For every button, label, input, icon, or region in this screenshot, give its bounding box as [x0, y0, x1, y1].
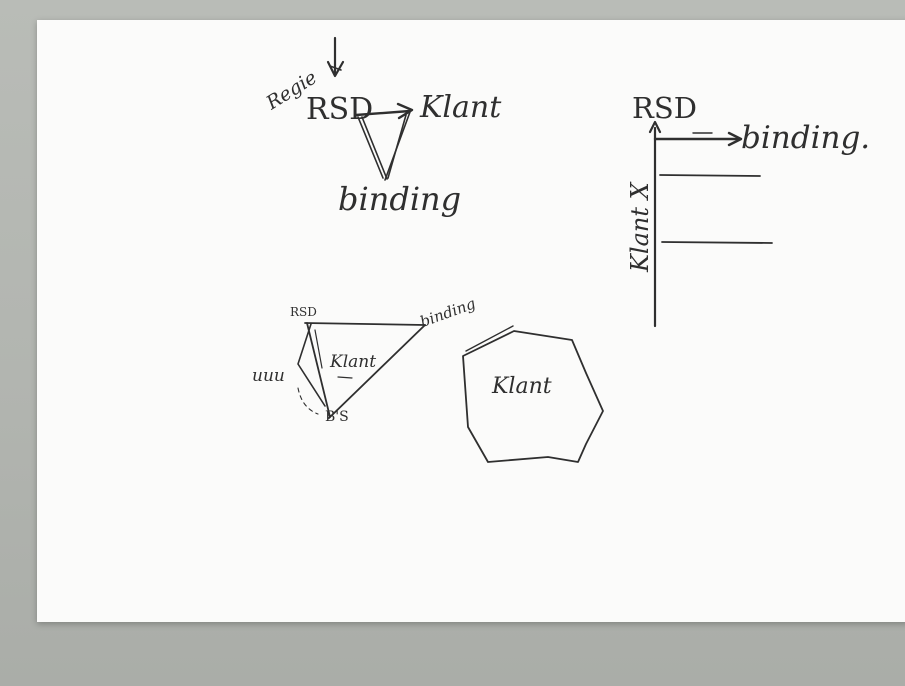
- binding-label: binding: [338, 180, 461, 218]
- polygon-top-stroke: [465, 325, 514, 352]
- rsd-to-klant-arrowhead: [396, 102, 414, 120]
- sketch-top-right: RSD binding. Klant X: [626, 91, 870, 328]
- klant-label: Klant: [419, 90, 502, 125]
- sketch-triangle: RSD binding uuu Klant B'S: [252, 294, 478, 425]
- triangle-center-label: Klant: [329, 352, 376, 372]
- triangle-left-edge: [306, 322, 331, 418]
- rsd-to-binding-line: [357, 116, 384, 179]
- triangle-top-label: RSD: [290, 305, 317, 319]
- triangle-left-label: uuu: [252, 366, 285, 386]
- rsd-to-klant-arrow: [354, 109, 412, 117]
- polygon-outline: [462, 330, 604, 463]
- klant-axis-label: Klant X: [626, 181, 654, 273]
- vertical-axis-arrowhead: [648, 120, 662, 134]
- horizontal-axis-arrowhead: [727, 131, 743, 147]
- triangle-bottom-label: B'S: [325, 409, 349, 425]
- sketch-top-left: Regie RSD Klant binding: [262, 36, 502, 218]
- row-line-2: [661, 241, 773, 244]
- polygon-center-label: Klant: [491, 374, 552, 399]
- klant-to-binding-line-2: [387, 114, 407, 179]
- paper-sheet: [37, 20, 905, 622]
- triangle-right-label: binding: [418, 294, 478, 331]
- sketch-polygon: Klant: [462, 325, 604, 463]
- rsd-label: RSD: [306, 92, 373, 127]
- triangle-underline: [337, 376, 353, 379]
- triangle-dashed-arc: [297, 387, 319, 415]
- rsd-to-binding-line-2: [361, 116, 388, 180]
- rsd-axis-label: RSD: [632, 91, 697, 125]
- triangle-inner-stroke: [314, 329, 323, 369]
- regie-arrow-scribble: [329, 65, 342, 71]
- binding-axis-label: binding.: [741, 120, 870, 156]
- triangle-right-edge: [328, 324, 426, 419]
- row-line-1: [659, 174, 761, 177]
- triangle-top-edge: [304, 322, 426, 326]
- triangle-outer-left-edge: [297, 323, 326, 407]
